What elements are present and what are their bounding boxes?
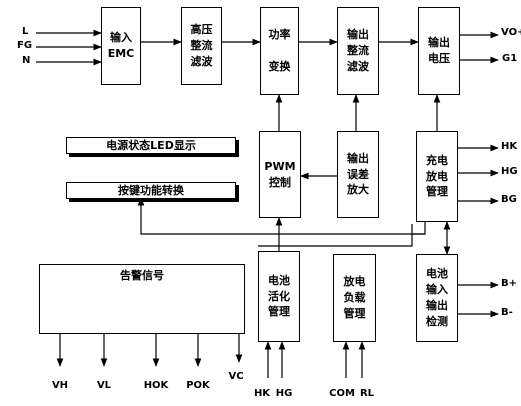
pwm-control-block: PWM 控制	[259, 131, 301, 218]
key-function-switch-block: 按键功能转换	[66, 182, 236, 199]
battery-io-detection-block: 电池 输入 输出 检测	[416, 254, 458, 342]
input-label-FG: FG	[17, 40, 33, 51]
alarm-label-VC: VC	[228, 371, 244, 382]
alarm-label-VL: VL	[96, 380, 112, 391]
wire-control-branch	[258, 224, 413, 247]
output-error-amplifier-block: 输出 误差 放大	[337, 131, 379, 218]
input-label-L: L	[22, 26, 29, 37]
battery-input-label-HG: HG	[275, 388, 293, 399]
output-label-Bplus: B+	[501, 278, 518, 289]
input-label-N: N	[22, 55, 31, 66]
input-emc-block: 输入 EMC	[101, 7, 141, 85]
output-label-Bminus: B-	[501, 307, 513, 318]
alarm-signal-title: 告警信号	[120, 269, 164, 282]
output-label-BG: BG	[501, 194, 517, 205]
led-status-display-block: 电源状态LED显示	[66, 137, 236, 154]
wire-control-loop	[137, 197, 426, 235]
load-input-label-COM: COM	[329, 388, 355, 399]
output-voltage-block: 输出 电压	[418, 7, 460, 95]
output-label-HG: HG	[501, 166, 518, 177]
alarm-label-HOK: HOK	[143, 380, 169, 391]
alarm-label-POK: POK	[186, 380, 210, 391]
output-label-VO: VO+	[501, 27, 521, 38]
power-conversion-block: 功率 变换	[260, 7, 299, 95]
discharge-load-management-block: 放电 负载 管理	[333, 254, 376, 342]
battery-activation-management-block: 电池 活化 管理	[258, 251, 300, 342]
alarm-signal-group: 告警信号	[39, 264, 245, 334]
hv-rectify-filter-block: 高压 整流 滤波	[181, 7, 222, 85]
output-label-G1: G1	[502, 53, 518, 64]
load-input-label-RL: RL	[359, 388, 375, 399]
battery-input-label-HK: HK	[253, 388, 271, 399]
charge-discharge-management-block: 充电 放电 管理	[416, 131, 458, 222]
alarm-label-VH: VH	[51, 380, 69, 391]
output-label-HK: HK	[501, 141, 518, 152]
output-rectify-filter-block: 输出 整流 滤波	[337, 7, 379, 95]
